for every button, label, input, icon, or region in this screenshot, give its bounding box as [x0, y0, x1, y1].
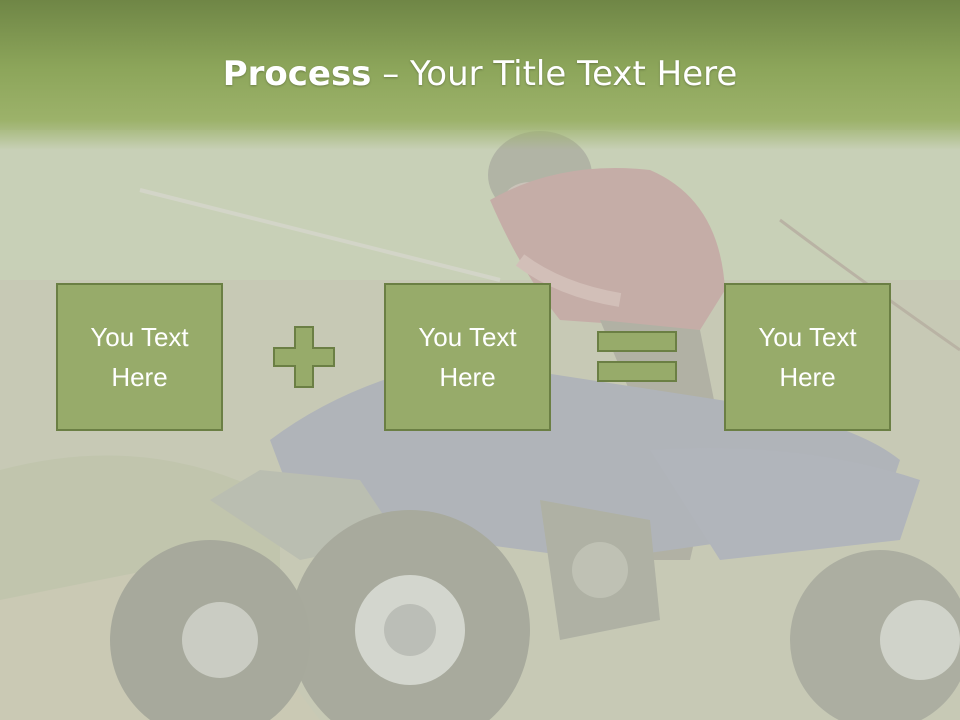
process-box-line2: Here [439, 362, 496, 392]
process-box-line2: Here [779, 362, 836, 392]
process-box-line1: You Text [758, 322, 857, 352]
title-strong: Process [222, 54, 372, 94]
title-rest: – Your Title Text Here [371, 54, 738, 94]
process-box-line1: You Text [418, 322, 517, 352]
title-band [0, 0, 960, 150]
equals-icon [597, 331, 677, 383]
process-box-line1: You Text [90, 322, 189, 352]
slide-title[interactable]: Process – Your Title Text Here [0, 52, 960, 96]
process-box-line2: Here [111, 362, 168, 392]
plus-icon [273, 326, 335, 388]
